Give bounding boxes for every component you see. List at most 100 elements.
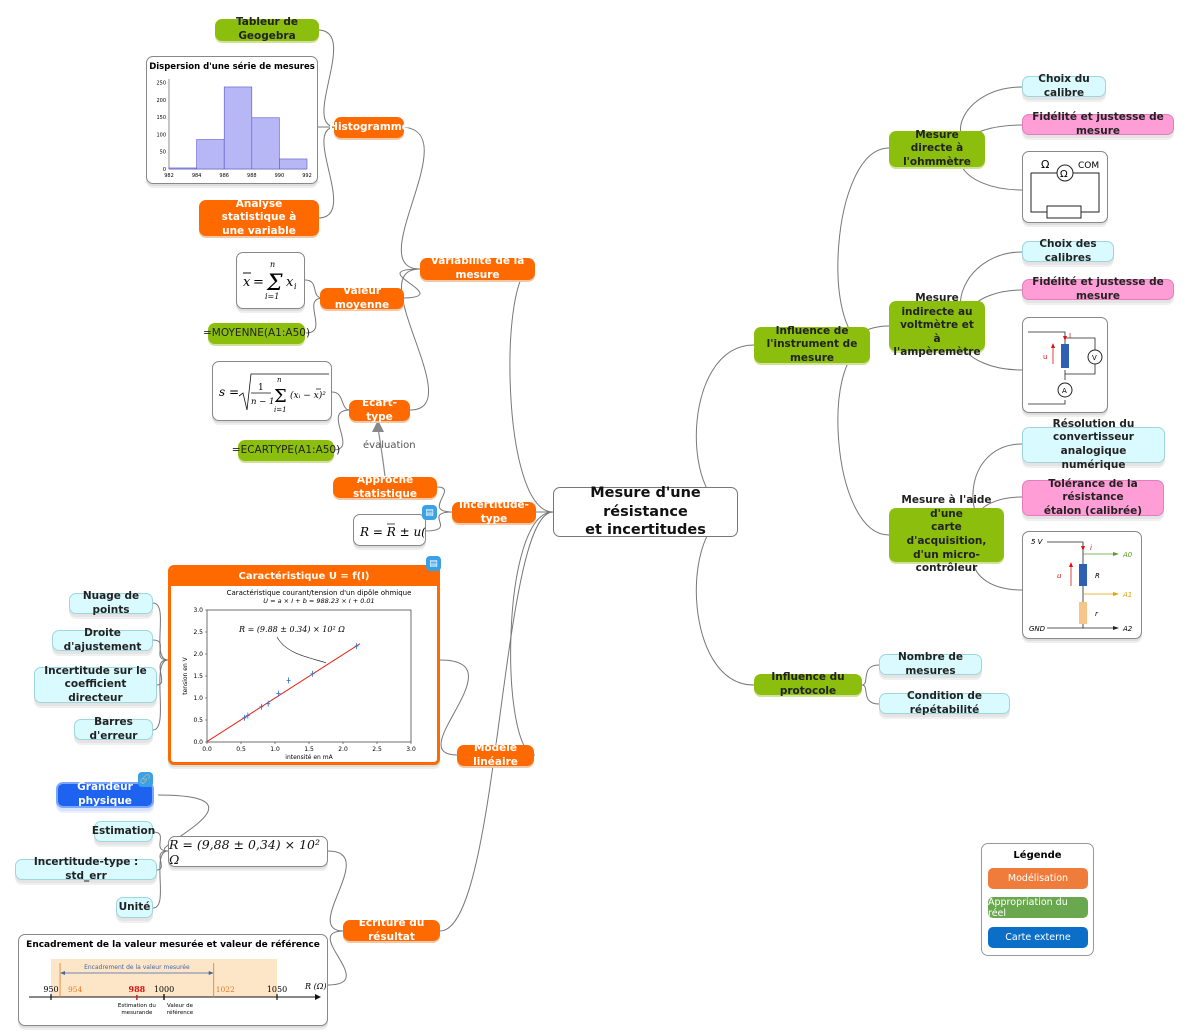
histogramme-node[interactable]: Histogramme (329, 117, 409, 138)
nl-band-arrow-left (60, 971, 66, 975)
nl-tick-label: 1050 (267, 985, 287, 994)
acq-circuit-box: 5 V A0 i R u A1 r GND A2 (1022, 531, 1142, 639)
mesure-carte-line1: Mesure à l'aide d'une (901, 494, 992, 520)
analyse-line2: une variable (222, 224, 296, 237)
fidelite1-node[interactable]: Fidélité et justesse de mesure (1022, 111, 1174, 137)
barres-node[interactable]: Barres d'erreur (74, 716, 153, 742)
evaluation-label: évaluation (363, 440, 416, 451)
mesure-directe-node[interactable]: Mesure directe à l'ohmmètre (889, 128, 985, 168)
ecriture-node[interactable]: Écriture du résultat (343, 917, 440, 943)
svg-text:R = R ± u(R): R = R ± u(R) (359, 525, 426, 539)
caracteristique-title: Caractéristique U = f(I) (171, 568, 437, 586)
repetabilite-node[interactable]: Condition de répétabilité (879, 690, 1010, 716)
legend-item-carte-externe: Carte externe (988, 927, 1088, 948)
ui-chart-title: Caractéristique courant/tension d'un dip… (227, 589, 412, 597)
voltmeter-label: V (1092, 354, 1097, 362)
ecartype-formula-node[interactable]: =ECARTYPE(A1:A50) (232, 440, 340, 461)
nl-band-arrow-right (208, 971, 214, 975)
resolution-line2: analogique numérique (1060, 445, 1127, 471)
ui-y-tick: 2.0 (193, 651, 203, 658)
a2-label: A2 (1122, 625, 1133, 633)
legend-title: Légende (1013, 850, 1062, 861)
ui-y-tick: 1.5 (193, 673, 203, 680)
mesure-carte-node[interactable]: Mesure à l'aide d'une carte d'acquisitio… (889, 494, 1004, 574)
droite-node[interactable]: Droite d'ajustement (52, 627, 153, 653)
resolution-node[interactable]: Résolution du convertisseur analogique n… (1022, 418, 1165, 471)
r-formula: R = R ± u(R) (359, 523, 426, 539)
modele-lineaire-node[interactable]: Modèle linéaire (457, 742, 534, 768)
choix-calibre-node[interactable]: Choix du calibre (1022, 73, 1106, 99)
ecart-type-node[interactable]: Ecart-type (349, 397, 410, 423)
tableur-node[interactable]: Tableur de Geogebra (215, 16, 319, 42)
unite-node[interactable]: Unité (116, 897, 153, 918)
result-formula-box: R = (9,88 ± 0,34) × 10² Ω (168, 836, 328, 867)
ui-y-tick: 1.0 (193, 695, 203, 702)
hist-x-tick: 988 (247, 173, 257, 179)
nuage-node[interactable]: Nuage de points (69, 590, 153, 616)
estimation-node[interactable]: Estimation (92, 821, 155, 842)
hist-x-tick: 992 (302, 173, 312, 179)
ohmmeter-circuit-box: Ω Ω COM (1022, 151, 1108, 223)
nl-reference-desc-2: référence (167, 1009, 194, 1016)
caracteristique-box[interactable]: Caractéristique U = f(I) Caractéristique… (168, 565, 440, 765)
result-formula: R = (9,88 ± 0,34) × 10² Ω (169, 836, 321, 867)
nl-estimate-label: 988 (129, 984, 146, 994)
analyse-node[interactable]: Analyse statistique à une variable (199, 197, 319, 237)
resolution-line1: Résolution du convertisseur (1052, 417, 1135, 444)
moyenne-formula-node[interactable]: =MOYENNE(A1:A50) (203, 323, 310, 344)
ui-chart-subtitle: U = a × I + b = 988.23 × I + 0.01 (263, 597, 374, 605)
valeur-moyenne-node[interactable]: Valeur moyenne (320, 285, 404, 311)
central-topic[interactable]: Mesure d'une résistance et incertitudes (553, 484, 738, 539)
stddev-formula-box: s = 1 n − 1 Σ n i=1 (xᵢ − x)² (212, 361, 332, 421)
incertitude-coef-line1: Incertitude sur le (44, 664, 147, 677)
nombre-mesures-node[interactable]: Nombre de mesures (879, 651, 982, 677)
acq-current-label: i (1090, 544, 1092, 552)
nl-tick-label: 950 (43, 985, 58, 994)
a1-label: A1 (1122, 591, 1132, 599)
link-icon[interactable]: 🔗 (138, 772, 153, 787)
influence-protocole-node[interactable]: Influence du protocole (754, 671, 862, 697)
svg-text:i: i (294, 282, 297, 291)
incertitude-type-node[interactable]: Incertitude-type (452, 499, 536, 525)
note-icon-2[interactable]: ▤ (426, 556, 441, 571)
nl-reference-desc-1: Valeur de (167, 1003, 194, 1009)
note-icon[interactable]: ▤ (422, 505, 437, 520)
ui-x-tick: 0.0 (202, 746, 212, 753)
svg-text:Σ: Σ (274, 386, 287, 407)
tolerance-node[interactable]: Tolérance de la résistance étalon (calib… (1022, 478, 1164, 517)
ui-x-tick: 0.5 (236, 746, 246, 753)
hist-y-tick: 0 (163, 167, 166, 173)
nl-estimate-desc-2: mesurande (121, 1010, 153, 1016)
grandeur-node[interactable]: Grandeur physique (56, 781, 154, 808)
hist-bar (223, 86, 253, 170)
hist-x-tick: 982 (164, 173, 174, 179)
mesure-directe-line1: Mesure directe à (910, 128, 964, 155)
ui-y-tick: 0.0 (193, 739, 203, 746)
hist-y-tick: 250 (156, 80, 166, 86)
central-topic-line1: Mesure d'une résistance (590, 484, 701, 520)
hist-x-tick: 990 (275, 173, 285, 179)
number-line: R (Ω)Encadrement de la valeur mesurée950… (29, 959, 326, 1016)
influence-instrument-node[interactable]: Influence de l'instrument de mesure (754, 325, 870, 364)
hist-y-tick: 150 (156, 115, 166, 121)
hist-bar (168, 167, 197, 170)
fidelite2-node[interactable]: Fidélité et justesse de mesure (1022, 276, 1174, 302)
analyse-line1: Analyse statistique à (221, 197, 297, 224)
central-topic-line2: et incertitudes (585, 522, 706, 539)
mesure-carte-line2: carte d'acquisition, (906, 521, 987, 547)
svg-text:x: x (286, 275, 294, 290)
histogram-title: Dispersion d'une série de mesures (149, 62, 315, 72)
nl-band-label: Encadrement de la valeur mesurée (84, 964, 190, 971)
approche-node[interactable]: Approche statistique (333, 474, 437, 500)
svg-text:1: 1 (258, 383, 264, 393)
incertitude-coef-node[interactable]: Incertitude sur le coefficient directeur (34, 664, 157, 704)
ui-x-tick: 1.0 (270, 746, 280, 753)
incertitude-std-node[interactable]: Incertitude-type : std_err (15, 856, 157, 882)
variabilite-node[interactable]: Variabilité de la mesure (420, 255, 535, 281)
mesure-indirecte-node[interactable]: Mesure indirecte au voltmètre et à l'amp… (889, 292, 985, 358)
gnd-label: GND (1029, 625, 1046, 633)
choix-calibres-node[interactable]: Choix des calibres (1022, 238, 1114, 264)
a0-label: A0 (1122, 551, 1133, 559)
ui-characteristic-plot: Caractéristique courant/tension d'un dip… (182, 589, 416, 761)
